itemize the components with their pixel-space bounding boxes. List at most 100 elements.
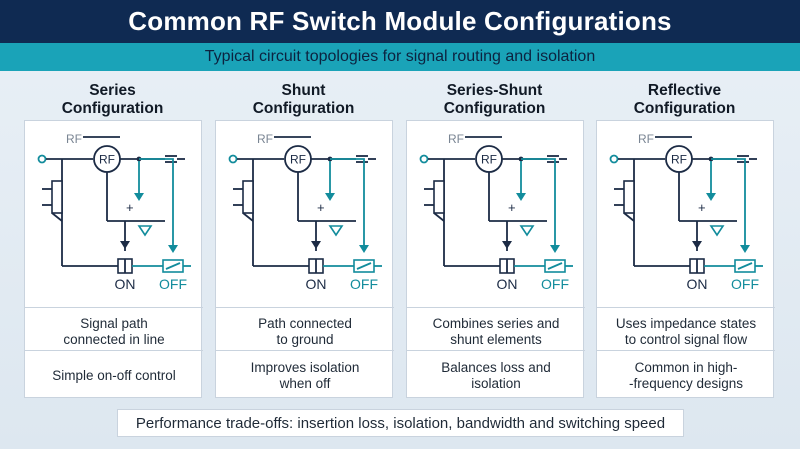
arrow-down-icon — [516, 193, 526, 201]
on-label: ON — [497, 276, 518, 292]
panel-title-line2: Configuration — [633, 100, 736, 117]
gate-link — [51, 212, 63, 222]
description-line: -frequency designs — [628, 376, 744, 391]
description-line: Signal path — [80, 316, 148, 331]
switch-element — [51, 180, 63, 214]
rf-label: RF — [638, 132, 654, 146]
gate-link — [242, 212, 254, 222]
description-line: Uses impedance states — [615, 316, 757, 331]
panel-title-line1: Reflective — [647, 82, 722, 99]
panel-reflective: Reflective Configuration RF RF ON + OFF Uses… — [593, 80, 776, 400]
arrow-down-icon — [134, 193, 144, 201]
teal-output-path — [711, 158, 746, 249]
on-label: ON — [115, 276, 136, 292]
description-secondary: Common in high- -frequency designs — [597, 353, 775, 399]
panel-title: Reflective Configuration — [593, 82, 776, 120]
divider — [407, 350, 585, 351]
panel-title-line2: Configuration — [252, 100, 355, 117]
plus-sign: + — [317, 200, 325, 215]
input-port — [228, 154, 238, 164]
off-label: OFF — [350, 276, 378, 292]
teal-output-path — [521, 158, 556, 249]
arrow-down-icon — [120, 241, 130, 249]
panel-card: RF RF ON + OFF Combines series and shunt ele… — [406, 120, 585, 399]
rf-node-label: RF — [99, 153, 115, 167]
divider — [597, 307, 775, 308]
arrow-down-icon — [168, 245, 178, 253]
rf-node-label: RF — [481, 153, 497, 167]
divider — [216, 350, 394, 351]
footer-note: Performance trade-offs: insertion loss, … — [117, 409, 684, 437]
switch-element — [623, 180, 635, 214]
switch-element — [433, 180, 445, 214]
panel-title-line2: Configuration — [61, 100, 164, 117]
description-line: Balances loss and — [441, 360, 551, 375]
plus-sign: + — [508, 200, 516, 215]
arrow-down-icon — [550, 245, 560, 253]
panel-title-line1: Series-Shunt — [446, 82, 543, 99]
description-primary: Signal path connected in line — [25, 309, 203, 355]
off-label: OFF — [541, 276, 569, 292]
rf-label: RF — [66, 132, 82, 146]
divider — [407, 307, 585, 308]
teal-output-path — [139, 158, 174, 249]
description-line: shunt elements — [450, 332, 542, 347]
panel-title-line1: Series — [89, 82, 136, 99]
arrow-down-icon — [325, 193, 335, 201]
arrow-down-icon — [706, 193, 716, 201]
description-line: to ground — [276, 332, 334, 347]
description-line: Simple on-off control — [52, 368, 176, 383]
plus-sign: + — [126, 200, 134, 215]
rf-node-label: RF — [671, 153, 687, 167]
plus-sign: + — [698, 200, 706, 215]
description-secondary: Simple on-off control — [25, 353, 203, 399]
description-line: isolation — [471, 376, 521, 391]
off-label: OFF — [731, 276, 759, 292]
panel-title-line2: Configuration — [443, 100, 546, 117]
description-secondary: Balances loss and isolation — [407, 353, 585, 399]
panel-series-shunt: Series-Shunt Configuration RF RF ON + OFF Co… — [403, 80, 586, 400]
title-bar: Common RF Switch Module Configurations — [0, 0, 800, 43]
ground-triangle-icon — [519, 225, 535, 237]
arrow-down-icon — [359, 245, 369, 253]
panel-title-line1: Shunt — [281, 82, 326, 99]
divider — [597, 350, 775, 351]
footer-text: Performance trade-offs: insertion loss, … — [135, 414, 666, 432]
divider — [25, 307, 203, 308]
panel-title: Series-Shunt Configuration — [403, 82, 586, 120]
description-line: Common in high- — [634, 360, 738, 375]
subtitle-bar: Typical circuit topologies for signal ro… — [0, 43, 800, 71]
divider — [25, 350, 203, 351]
description-primary: Path connected to ground — [216, 309, 394, 355]
description-primary: Combines series and shunt elements — [407, 309, 585, 355]
switch-element — [242, 180, 254, 214]
page-title: Common RF Switch Module Configurations — [128, 6, 672, 36]
description-secondary: Improves isolation when off — [216, 353, 394, 399]
divider — [216, 307, 394, 308]
rf-label: RF — [257, 132, 273, 146]
arrow-down-icon — [740, 245, 750, 253]
panel-title: Shunt Configuration — [212, 82, 395, 120]
panel-card: RF RF ON + OFF Uses impedance states to cont… — [596, 120, 775, 399]
arrow-down-icon — [502, 241, 512, 249]
circuit-diagram: RF RF ON + OFF — [609, 132, 763, 292]
on-label: ON — [306, 276, 327, 292]
arrow-down-icon — [311, 241, 321, 249]
rf-label: RF — [448, 132, 464, 146]
circuit-diagram: RF RF ON + OFF — [419, 132, 573, 292]
page-subtitle: Typical circuit topologies for signal ro… — [204, 48, 596, 65]
off-switch-blade — [737, 262, 753, 270]
gate-link — [433, 212, 445, 222]
description-line: to control signal flow — [624, 332, 748, 347]
description-line: Combines series and — [432, 316, 560, 331]
off-switch-blade — [356, 262, 372, 270]
panel-title: Series Configuration — [21, 82, 204, 120]
on-label: ON — [687, 276, 708, 292]
description-primary: Uses impedance states to control signal … — [597, 309, 775, 355]
ground-triangle-icon — [328, 225, 344, 237]
